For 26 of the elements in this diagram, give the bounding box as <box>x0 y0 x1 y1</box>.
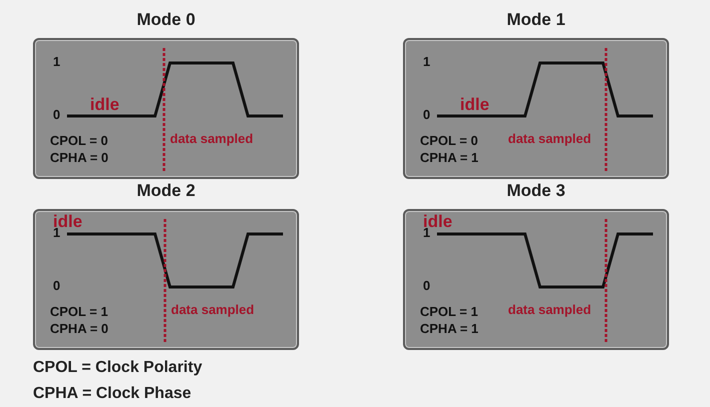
setting-label: CPOL = 1 <box>50 305 108 319</box>
setting-label: CPHA = 0 <box>50 151 108 165</box>
level-label: 0 <box>423 279 430 293</box>
setting-label: CPHA = 1 <box>420 151 478 165</box>
setting-label: CPOL = 0 <box>50 134 108 148</box>
level-label: 0 <box>423 108 430 122</box>
panel-title: Mode 0 <box>136 10 196 30</box>
level-label: 0 <box>53 279 60 293</box>
level-label: 0 <box>53 108 60 122</box>
state-label: idle <box>460 96 490 114</box>
level-label: 1 <box>53 55 60 69</box>
setting-label: CPOL = 1 <box>420 305 478 319</box>
sample-label: data sampled <box>508 132 592 146</box>
sample-label: data sampled <box>171 303 254 317</box>
panel-title: Mode 3 <box>506 181 566 201</box>
setting-label: CPOL = 0 <box>420 134 478 148</box>
setting-label: CPHA = 1 <box>420 322 478 336</box>
panel-title: Mode 2 <box>136 181 196 201</box>
sample-label: data sampled <box>170 132 254 146</box>
state-label: idle <box>90 96 120 114</box>
setting-label: CPHA = 0 <box>50 322 108 336</box>
legend-note: CPHA = Clock Phase <box>33 385 192 403</box>
level-label: 1 <box>423 55 430 69</box>
sample-label: data sampled <box>508 303 592 317</box>
panel-title: Mode 1 <box>506 10 566 30</box>
legend-note: CPOL = Clock Polarity <box>33 359 202 377</box>
